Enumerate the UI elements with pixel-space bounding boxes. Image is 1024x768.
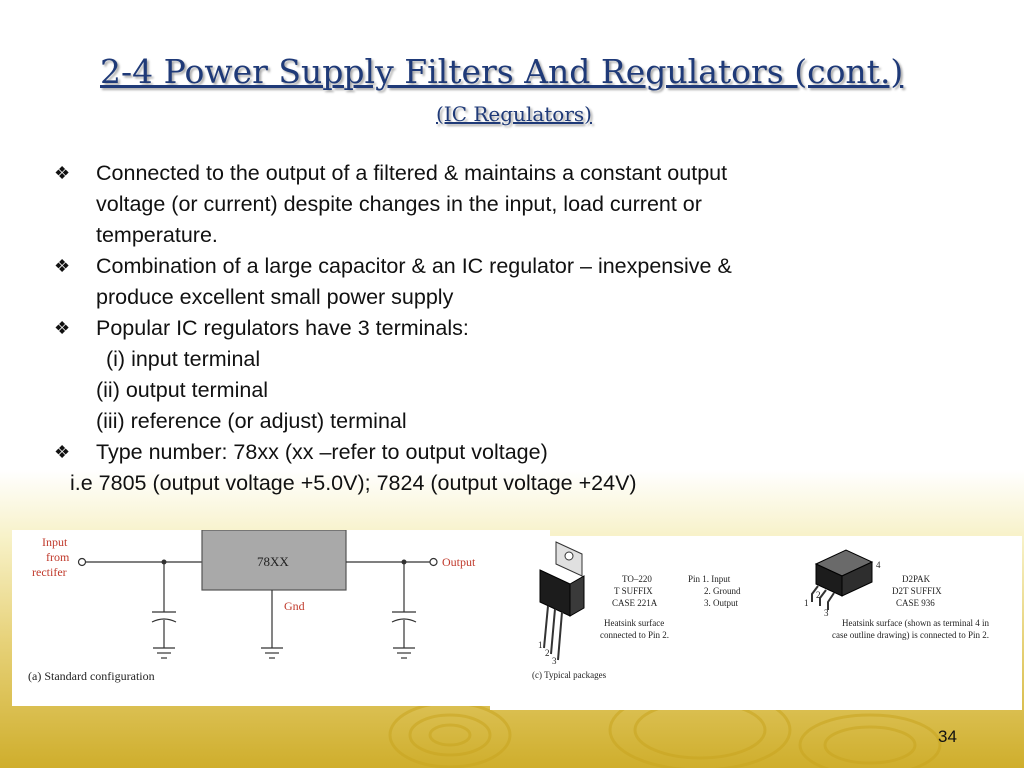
d2pak-label: D2T SUFFIX	[892, 586, 942, 596]
regulator-circuit-diagram: Input from rectifer 78XX Gnd Output (a) …	[28, 529, 476, 683]
ground-label: Gnd	[284, 599, 305, 613]
bullet-text: temperature.	[96, 223, 218, 247]
page-number: 34	[938, 727, 957, 746]
bullet-diamond-icon: ❖	[54, 442, 71, 462]
figure-caption: (c) Typical packages	[532, 670, 607, 680]
bullet-text: Combination of a large capacitor & an IC…	[96, 254, 732, 278]
bullet-item: ❖ Popular IC regulators have 3 terminals…	[54, 313, 884, 344]
bullet-text: produce excellent small power supply	[96, 285, 454, 309]
figure-caption: (a) Standard configuration	[28, 669, 155, 683]
slide-subtitle: (IC Regulators)	[436, 102, 592, 126]
to220-note: connected to Pin 2.	[600, 630, 669, 640]
d2pak-label: CASE 936	[896, 598, 935, 608]
example-text: i.e 7805 (output voltage +5.0V); 7824 (o…	[70, 471, 637, 495]
bullet-diamond-icon: ❖	[54, 256, 71, 276]
bullet-text: Type number: 78xx (xx –refer to output v…	[96, 440, 548, 464]
to220-note: Heatsink surface	[604, 618, 664, 628]
to220-label: TO–220	[622, 574, 652, 584]
bullet-text: Connected to the output of a filtered & …	[96, 161, 728, 185]
trailing-line: i.e 7805 (output voltage +5.0V); 7824 (o…	[54, 468, 884, 499]
pin-number: 1	[538, 640, 543, 650]
bullet-diamond-icon: ❖	[54, 318, 71, 338]
pin-label: 2. Ground	[704, 586, 741, 596]
pin-number: 1	[804, 598, 809, 608]
to220-package-icon	[539, 541, 585, 661]
input-label: Input	[42, 535, 68, 549]
to220-label: T SUFFIX	[614, 586, 653, 596]
pin-number: 3	[824, 608, 829, 618]
sub-item: (ii) output terminal	[54, 375, 884, 406]
standard-configuration-figure: Input from rectifer 78XX Gnd Output (a) …	[12, 529, 550, 706]
slide-title: 2-4 Power Supply Filters And Regulators …	[100, 52, 904, 91]
d2pak-note: Heatsink surface (shown as terminal 4 in	[842, 618, 989, 628]
sub-item-text: (ii) output terminal	[96, 378, 269, 402]
sub-item-text: (i) input terminal	[106, 347, 261, 371]
output-label: Output	[442, 555, 476, 569]
input-label: from	[46, 550, 70, 564]
bullet-text: voltage (or current) despite changes in …	[96, 192, 702, 216]
sub-item: (iii) reference (or adjust) terminal	[54, 406, 884, 437]
bullet-continuation: produce excellent small power supply	[54, 282, 884, 313]
d2pak-note: case outline drawing) is connected to Pi…	[832, 630, 989, 640]
regulator-label: 78XX	[257, 554, 289, 569]
pin-number: 3	[552, 656, 557, 666]
bullet-item: ❖ Type number: 78xx (xx –refer to output…	[54, 437, 884, 468]
typical-packages-figure: 1 2 3 TO–220 T SUFFIX CASE 221A Pin 1. I…	[490, 536, 1022, 710]
bullet-list: ❖ Connected to the output of a filtered …	[54, 158, 884, 499]
pin-number: 4	[876, 560, 881, 570]
input-label: rectifer	[32, 565, 67, 579]
bullet-item: ❖ Connected to the output of a filtered …	[54, 158, 884, 189]
sub-item-text: (iii) reference (or adjust) terminal	[96, 409, 407, 433]
pin-label: Pin 1. Input	[688, 574, 731, 584]
d2pak-label: D2PAK	[902, 574, 931, 584]
bullet-continuation: temperature.	[54, 220, 884, 251]
bullet-continuation: voltage (or current) despite changes in …	[54, 189, 884, 220]
pin-label: 3. Output	[704, 598, 739, 608]
bullet-text: Popular IC regulators have 3 terminals:	[96, 316, 469, 340]
d2pak-package-icon	[811, 549, 874, 610]
bullet-diamond-icon: ❖	[54, 163, 71, 183]
package-drawings: 1 2 3 TO–220 T SUFFIX CASE 221A Pin 1. I…	[532, 541, 989, 680]
sub-item: (i) input terminal	[54, 344, 884, 375]
pin-number: 2	[816, 590, 821, 600]
bullet-item: ❖ Combination of a large capacitor & an …	[54, 251, 884, 282]
to220-label: CASE 221A	[612, 598, 658, 608]
pin-number: 2	[545, 648, 550, 658]
